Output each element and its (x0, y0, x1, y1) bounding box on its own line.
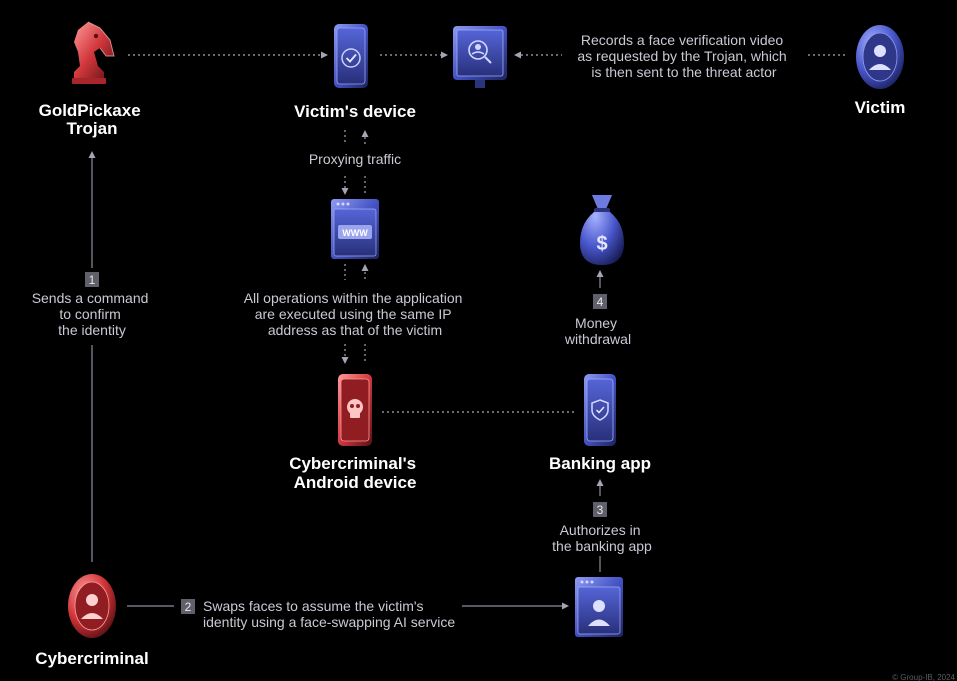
step-label: Authorizes in the banking app (552, 522, 652, 554)
node-title-cyber-device: Cybercriminal's Android device (289, 454, 421, 492)
step-number: 4 (597, 295, 604, 309)
footer-copyright: © Group-IB, 2024 (892, 673, 955, 681)
node-title-trojan: GoldPickaxe Trojan (39, 101, 146, 138)
label-operations: All operations within the application ar… (244, 290, 467, 338)
node-title-cybercriminal: Cybercriminal (35, 649, 148, 668)
chess-knight-icon (72, 21, 115, 84)
arrow-head (88, 151, 96, 158)
phone-skull-icon (338, 374, 372, 446)
svg-text:$: $ (596, 233, 607, 255)
user-avatar-icon (68, 574, 116, 638)
arrow-head (341, 188, 349, 195)
step-3: 3 Authorizes in the banking app (552, 502, 652, 554)
arrow-head (514, 51, 521, 59)
arrow-head (361, 264, 369, 271)
step-number: 1 (89, 273, 96, 287)
node-title-victim: Victim (855, 98, 906, 117)
step-badge (593, 502, 607, 517)
arrow-head (596, 479, 604, 486)
step-badge (593, 294, 607, 309)
node-title-victim-device: Victim's device (294, 102, 416, 121)
browser-www-icon: WWW (331, 199, 379, 259)
node-title-banking-app: Banking app (549, 454, 651, 473)
browser-user-icon (575, 577, 623, 637)
arrow-head (596, 270, 604, 277)
arrow-head (321, 51, 328, 59)
user-avatar-icon (856, 25, 904, 89)
arrow-head (341, 357, 349, 364)
arrow-head (441, 51, 448, 59)
step-label: Money withdrawal (564, 315, 631, 347)
label-record-video: Records a face verification video as req… (577, 32, 790, 80)
phone-check-icon (334, 24, 368, 88)
step-4: 4 Money withdrawal (564, 294, 631, 347)
phone-shield-icon (584, 374, 616, 446)
label-proxying: Proxying traffic (309, 151, 401, 167)
step-2: 2 Swaps faces to assume the victim's ide… (181, 598, 455, 630)
face-scan-monitor-icon (453, 26, 507, 88)
arrow-head (361, 130, 369, 137)
svg-text:WWW: WWW (342, 228, 368, 238)
step-badge (181, 599, 195, 614)
step-1: 1 Sends a command to confirm the identit… (32, 272, 153, 338)
step-label: Sends a command to confirm the identity (32, 290, 153, 338)
arrow-head (562, 602, 569, 610)
money-bag-icon: $ (580, 195, 624, 265)
step-number: 3 (597, 503, 604, 517)
step-number: 2 (185, 600, 192, 614)
step-label: Swaps faces to assume the victim's ident… (203, 598, 455, 630)
step-badge (85, 272, 99, 287)
